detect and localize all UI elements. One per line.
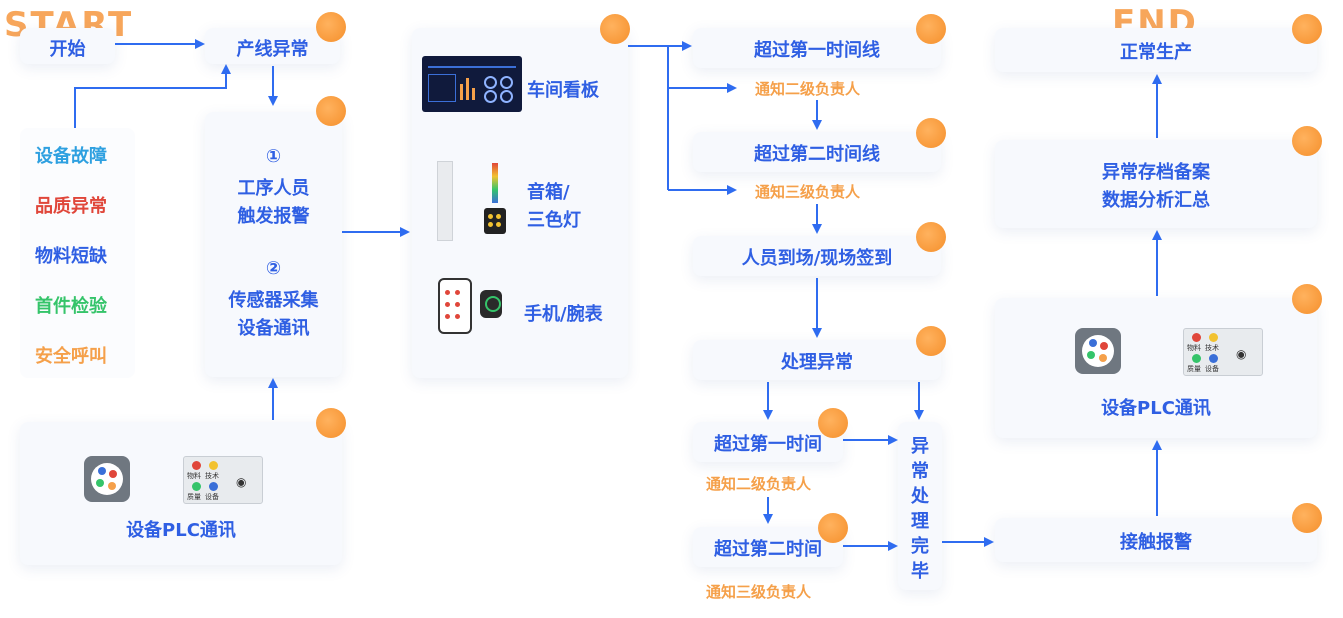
- time2-box: 超过第二时间: [693, 527, 843, 567]
- contact-alarm-label: 接触报警: [1120, 532, 1192, 553]
- speaker-image: [437, 161, 453, 241]
- orange-dot-marker: [316, 96, 346, 126]
- archive-label-line1: 异常存档备案: [1102, 162, 1210, 183]
- done-char: 常: [911, 461, 929, 482]
- orange-dot-marker: [1292, 126, 1322, 156]
- handle-box: 处理异常: [693, 340, 941, 380]
- timeline1-box: 超过第一时间线: [693, 28, 941, 68]
- plc-btn-label: 技术: [205, 472, 219, 480]
- plc-btn-label: 物料: [1187, 344, 1201, 352]
- orange-dot-marker: [316, 408, 346, 438]
- dashboard-screen-image: [422, 56, 522, 112]
- time1-box: 超过第一时间: [693, 422, 843, 462]
- phone-label: 手机/腕表: [524, 304, 603, 325]
- plc-btn-label: 技术: [1205, 344, 1219, 352]
- orange-dot-marker: [1292, 503, 1322, 533]
- arrive-box: 人员到场/现场签到: [693, 236, 941, 276]
- light-base-icon: [484, 208, 506, 234]
- plc-round-button-device: [1075, 328, 1121, 374]
- arrive-label: 人员到场/现场签到: [741, 248, 893, 269]
- arrow: [74, 64, 231, 128]
- start-box-label: 开始: [49, 39, 86, 60]
- plc-button-panel: 物料 技术 质量 设备 ◉: [183, 456, 263, 504]
- done-char: 毕: [911, 561, 929, 582]
- orange-dot-marker: [916, 118, 946, 148]
- timeline2-box: 超过第二时间线: [693, 132, 941, 172]
- wireless-icon: ◉: [236, 475, 247, 489]
- start-box: 开始: [20, 28, 115, 64]
- contact-alarm-box: 接触报警: [995, 518, 1317, 562]
- line-abnormal-label: 产线异常: [236, 39, 309, 60]
- wireless-icon: ◉: [1236, 347, 1247, 361]
- orange-dot-marker: [916, 222, 946, 252]
- archive-label-line2: 数据分析汇总: [1102, 190, 1210, 211]
- type-quality-abnormal: 品质异常: [35, 196, 107, 217]
- normal-production-label: 正常生产: [1120, 42, 1192, 63]
- notify-channels-box: 车间看板 音箱/ 三色灯 手机/腕表: [412, 28, 628, 378]
- orange-dot-marker: [1292, 284, 1322, 314]
- trigger-step2-line1: 传感器采集: [228, 290, 319, 311]
- time2-label: 超过第二时间: [714, 539, 822, 560]
- archive-box: 异常存档备案 数据分析汇总: [995, 140, 1317, 228]
- orange-dot-marker: [316, 12, 346, 42]
- time1-label: 超过第一时间: [714, 434, 822, 455]
- done-box: 异 常 处 理 完 毕: [898, 422, 942, 590]
- trigger-step1-line2: 触发报警: [237, 206, 310, 227]
- done-char: 处: [911, 486, 929, 507]
- orange-dot-marker: [916, 14, 946, 44]
- notify2b-label: 通知二级负责人: [706, 475, 812, 493]
- plc-box-right: 物料 技术 质量 设备 ◉ 设备PLC通讯: [995, 298, 1317, 438]
- speaker-label-line2: 三色灯: [527, 210, 581, 231]
- plc-label-left: 设备PLC通讯: [126, 520, 236, 541]
- trigger-step1-line1: 工序人员: [237, 178, 310, 199]
- notify3-label: 通知三级负责人: [755, 183, 861, 201]
- notify3b-label: 通知三级负责人: [706, 583, 812, 601]
- plc-btn-label: 质量: [187, 493, 201, 501]
- plc-box-left: 物料 技术 质量 设备 ◉ 设备PLC通讯: [20, 422, 342, 565]
- plc-btn-label: 设备: [205, 493, 219, 501]
- orange-dot-marker: [1292, 14, 1322, 44]
- done-char: 异: [911, 436, 929, 457]
- orange-dot-marker: [818, 513, 848, 543]
- timeline2-label: 超过第二时间线: [754, 144, 880, 165]
- phone-icon: [438, 278, 472, 334]
- type-equipment-failure: 设备故障: [35, 146, 107, 167]
- orange-dot-marker: [818, 408, 848, 438]
- done-char: 完: [911, 536, 929, 557]
- normal-production-box: 正常生产: [995, 28, 1317, 72]
- trigger-step2-line2: 设备通讯: [237, 318, 310, 339]
- plc-label-right: 设备PLC通讯: [1101, 398, 1211, 419]
- done-char: 理: [911, 511, 929, 532]
- tower-light-image: [492, 163, 498, 203]
- orange-dot-marker: [600, 14, 630, 44]
- plc-button-panel: 物料 技术 质量 设备 ◉: [1183, 328, 1263, 376]
- type-safety-call: 安全呼叫: [35, 346, 107, 367]
- type-first-article: 首件检验: [35, 296, 107, 317]
- trigger-box: ① 工序人员 触发报警 ② 传感器采集 设备通讯: [205, 112, 342, 377]
- speaker-label-line1: 音箱/: [527, 182, 570, 203]
- plc-btn-label: 质量: [1187, 365, 1201, 373]
- plc-round-button-device: [84, 456, 130, 502]
- abnormal-types-panel: 设备故障 品质异常 物料短缺 首件检验 安全呼叫: [20, 128, 135, 378]
- handle-label: 处理异常: [781, 352, 853, 373]
- plc-btn-label: 物料: [187, 472, 201, 480]
- trigger-step2-number: ②: [265, 258, 282, 279]
- orange-dot-marker: [916, 326, 946, 356]
- type-material-shortage: 物料短缺: [35, 246, 107, 267]
- trigger-step1-number: ①: [265, 146, 282, 167]
- plc-btn-label: 设备: [1205, 365, 1219, 373]
- board-label: 车间看板: [527, 80, 599, 101]
- watch-icon: [480, 290, 502, 318]
- timeline1-label: 超过第一时间线: [754, 40, 880, 61]
- notify2-label: 通知二级负责人: [755, 80, 861, 98]
